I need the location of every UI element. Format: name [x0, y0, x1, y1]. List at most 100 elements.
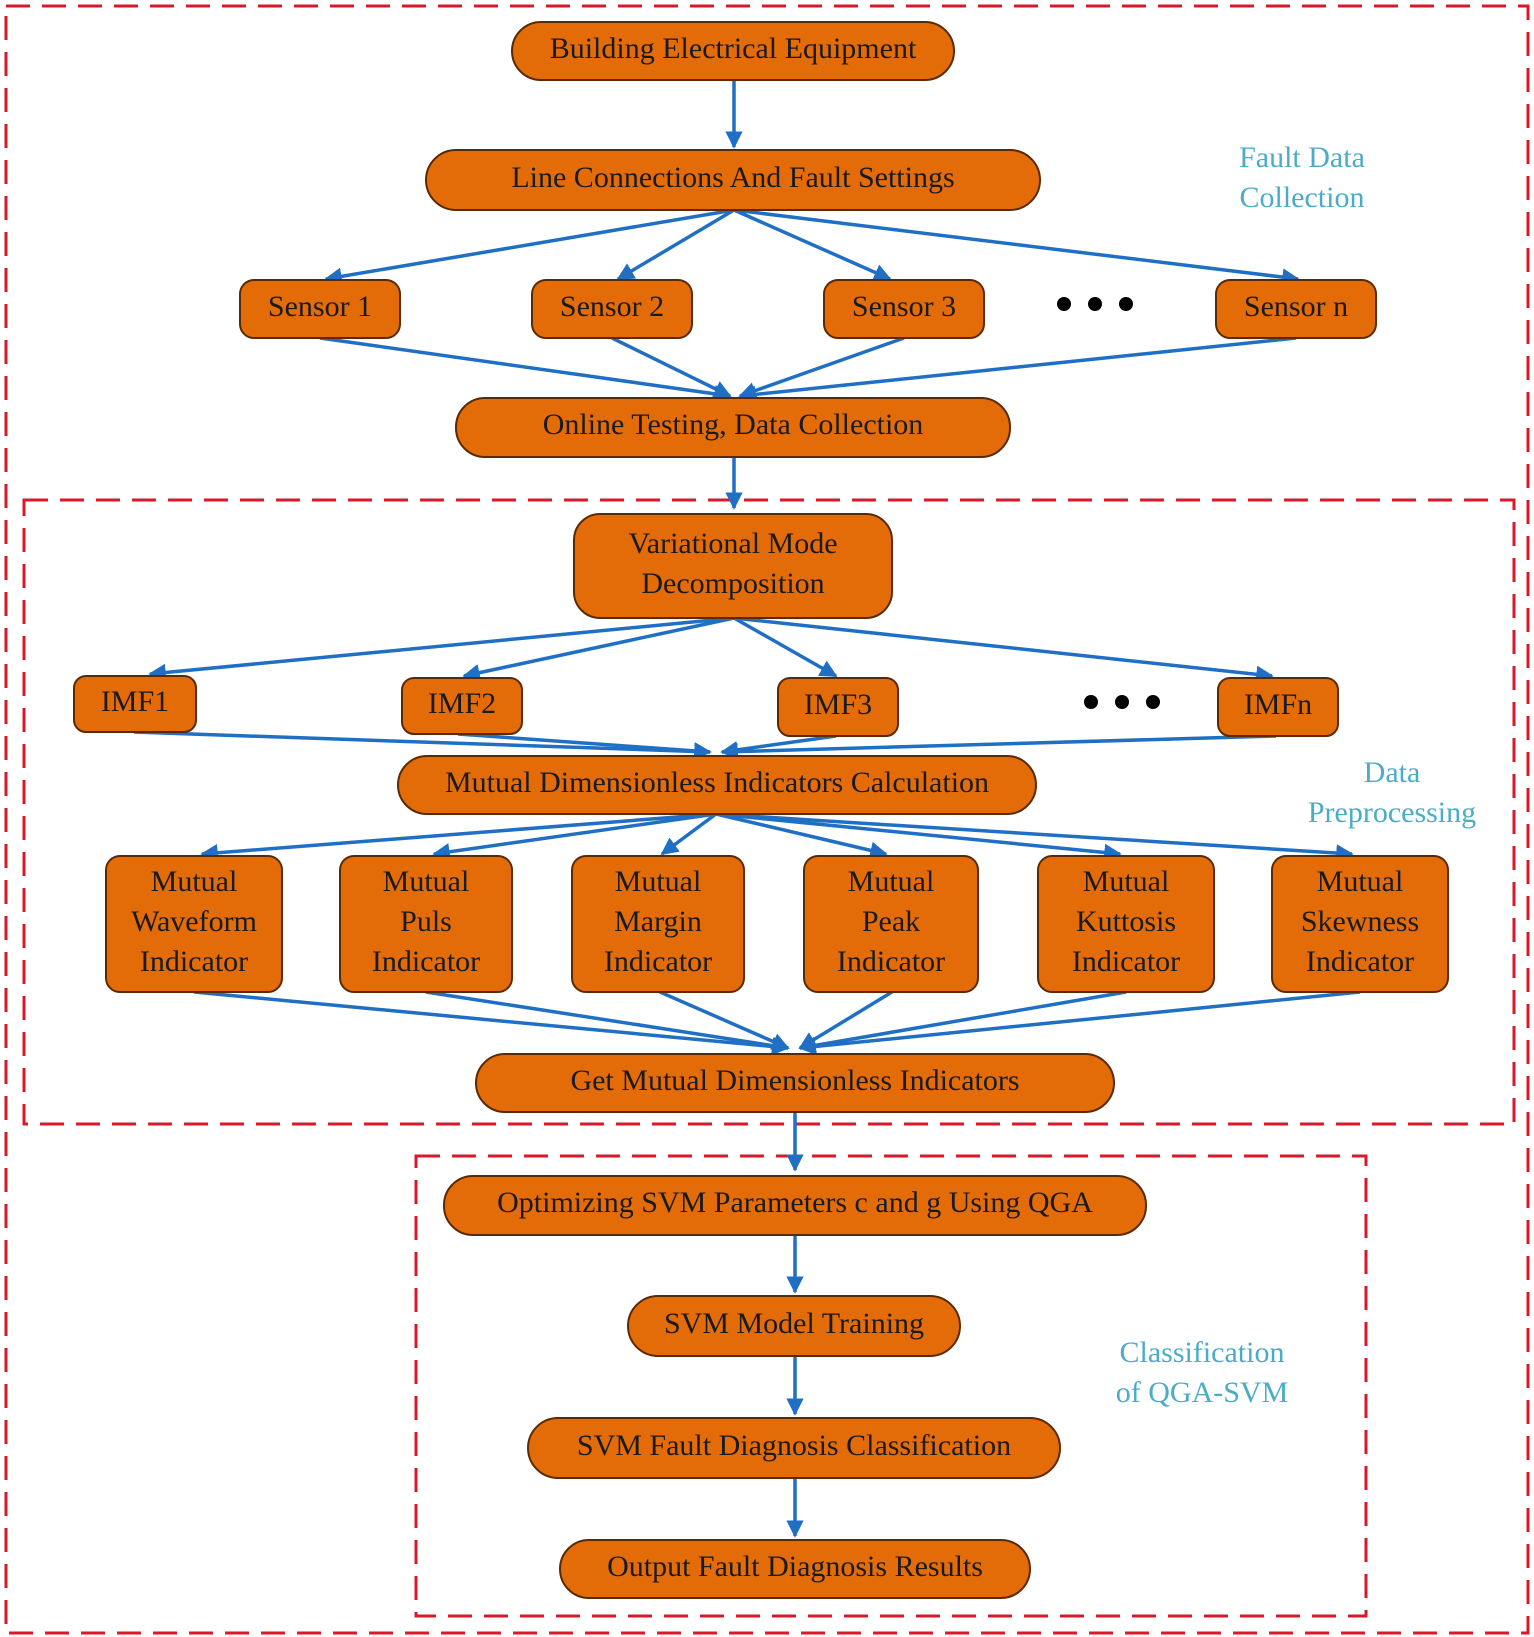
arrow-kurtosis-to-getmdi	[798, 990, 1127, 1054]
imf-ellipsis	[1084, 695, 1160, 709]
arrow-vmd-to-imf2	[462, 616, 735, 682]
arrow-imf3-to-mdic	[720, 734, 837, 759]
text-line: Decomposition	[641, 567, 824, 600]
text-line: Building Electrical Equipment	[550, 32, 917, 65]
node-line-connections: Line Connections And Fault Settings	[425, 149, 1041, 211]
node-output-results: Output Fault Diagnosis Results	[559, 1539, 1031, 1599]
text-line: SVM Fault Diagnosis Classification	[577, 1429, 1011, 1462]
arrow-sensor3-to-online	[738, 336, 905, 399]
text-line: Mutual	[1083, 865, 1170, 898]
arrow-mdic-to-kurtosis	[715, 812, 1122, 862]
text-line: Indicator	[1306, 945, 1414, 978]
node-label: IMF2	[428, 687, 496, 720]
arrow-imf2-to-mdic	[457, 732, 712, 760]
node-label: IMF3	[804, 688, 872, 721]
arrow-mdic-to-waveform	[200, 812, 717, 862]
node-imf2: IMF2	[401, 677, 523, 735]
node-svm-model-training: SVM Model Training	[627, 1295, 961, 1357]
node-imf1: IMF1	[73, 675, 197, 733]
text-line: Line Connections And Fault Settings	[511, 161, 954, 194]
arrows	[133, 80, 1361, 1538]
text-line: Mutual Dimensionless Indicators Calculat…	[445, 766, 989, 799]
classification-frame	[414, 1154, 1368, 1618]
data-preprocessing-frame	[22, 498, 1516, 1126]
arrow-mdic-to-skewness	[715, 812, 1354, 862]
arrow-mdic-to-peak	[715, 812, 888, 859]
arrow-waveform-to-getmdi	[193, 990, 790, 1056]
node-label: Line Connections And Fault Settings	[511, 161, 954, 194]
text-line: Skewness	[1301, 905, 1419, 938]
node-label: SVM Model Training	[664, 1307, 924, 1340]
text-line: SVM Model Training	[664, 1307, 924, 1340]
text-line: Sensor 3	[852, 290, 956, 323]
text-line: Puls	[400, 905, 452, 938]
text-line: Preprocessing	[1308, 796, 1476, 829]
sensor-ellipsis	[1057, 297, 1133, 311]
arrow-vmd-to-imfn	[733, 616, 1274, 684]
text-line: Kuttosis	[1076, 905, 1176, 938]
node-label: Sensor n	[1244, 290, 1348, 323]
text-line: Sensor n	[1244, 290, 1348, 323]
node-sensor-1: Sensor 1	[239, 279, 401, 339]
text-line: IMF1	[101, 685, 169, 718]
text-line: Waveform	[131, 905, 257, 938]
text-line: Indicator	[837, 945, 945, 978]
arrow-sensor2-to-online	[611, 336, 732, 398]
text-line: IMF2	[428, 687, 496, 720]
text-line: Mutual	[615, 865, 702, 898]
node-label: Online Testing, Data Collection	[543, 408, 924, 441]
text-line: Peak	[862, 905, 920, 938]
node-svm-fault-classification: SVM Fault Diagnosis Classification	[527, 1417, 1061, 1479]
text-line: Mutual	[1317, 865, 1404, 898]
node-label: Building Electrical Equipment	[550, 32, 917, 65]
text-line: Get Mutual Dimensionless Indicators	[570, 1064, 1019, 1097]
arrow-imf1-to-mdic	[133, 730, 712, 761]
text-line: Indicator	[372, 945, 480, 978]
text-line: IMFn	[1244, 688, 1312, 721]
text-line: Fault Data	[1239, 141, 1365, 174]
text-line: Output Fault Diagnosis Results	[607, 1550, 983, 1583]
arrow-line-to-sensor2	[616, 208, 735, 281]
node-label: IMFn	[1244, 688, 1312, 721]
text-line: Classification	[1120, 1336, 1285, 1369]
node-online-testing: Online Testing, Data Collection	[455, 397, 1011, 458]
node-mutual-indicators-calculation: Mutual Dimensionless Indicators Calculat…	[397, 755, 1037, 815]
node-sensor-2: Sensor 2	[531, 279, 693, 339]
node-label: Sensor 3	[852, 290, 956, 323]
node-label: Output Fault Diagnosis Results	[607, 1550, 983, 1583]
arrow-puls-to-getmdi	[425, 990, 790, 1055]
arrow-line-to-sensor3	[733, 208, 892, 281]
arrow-mdic-to-puls	[432, 812, 717, 861]
text-line: Mutual	[848, 865, 935, 898]
arrow-margin-to-getmdi	[659, 990, 790, 1050]
node-sensor-3: Sensor 3	[823, 279, 985, 339]
arrow-sensorn-to-online	[738, 336, 1297, 404]
arrow-mdic-to-margin	[660, 812, 718, 856]
text-line: Indicator	[604, 945, 712, 978]
arrow-line-to-sensorn	[733, 208, 1300, 286]
node-label: Get Mutual Dimensionless Indicators	[570, 1064, 1019, 1097]
node-imf3: IMF3	[777, 677, 899, 737]
text-line: Collection	[1240, 181, 1365, 214]
text-line: Sensor 2	[560, 290, 664, 323]
text-line: Indicator	[140, 945, 248, 978]
node-sensor-n: Sensor n	[1215, 279, 1377, 339]
arrow-imfn-to-mdic	[720, 734, 1277, 761]
arrow-line-to-sensor1	[324, 208, 735, 286]
arrow-sensor1-to-online	[319, 336, 732, 403]
text-line: Margin	[614, 905, 702, 938]
node-label: SVM Fault Diagnosis Classification	[577, 1429, 1011, 1462]
